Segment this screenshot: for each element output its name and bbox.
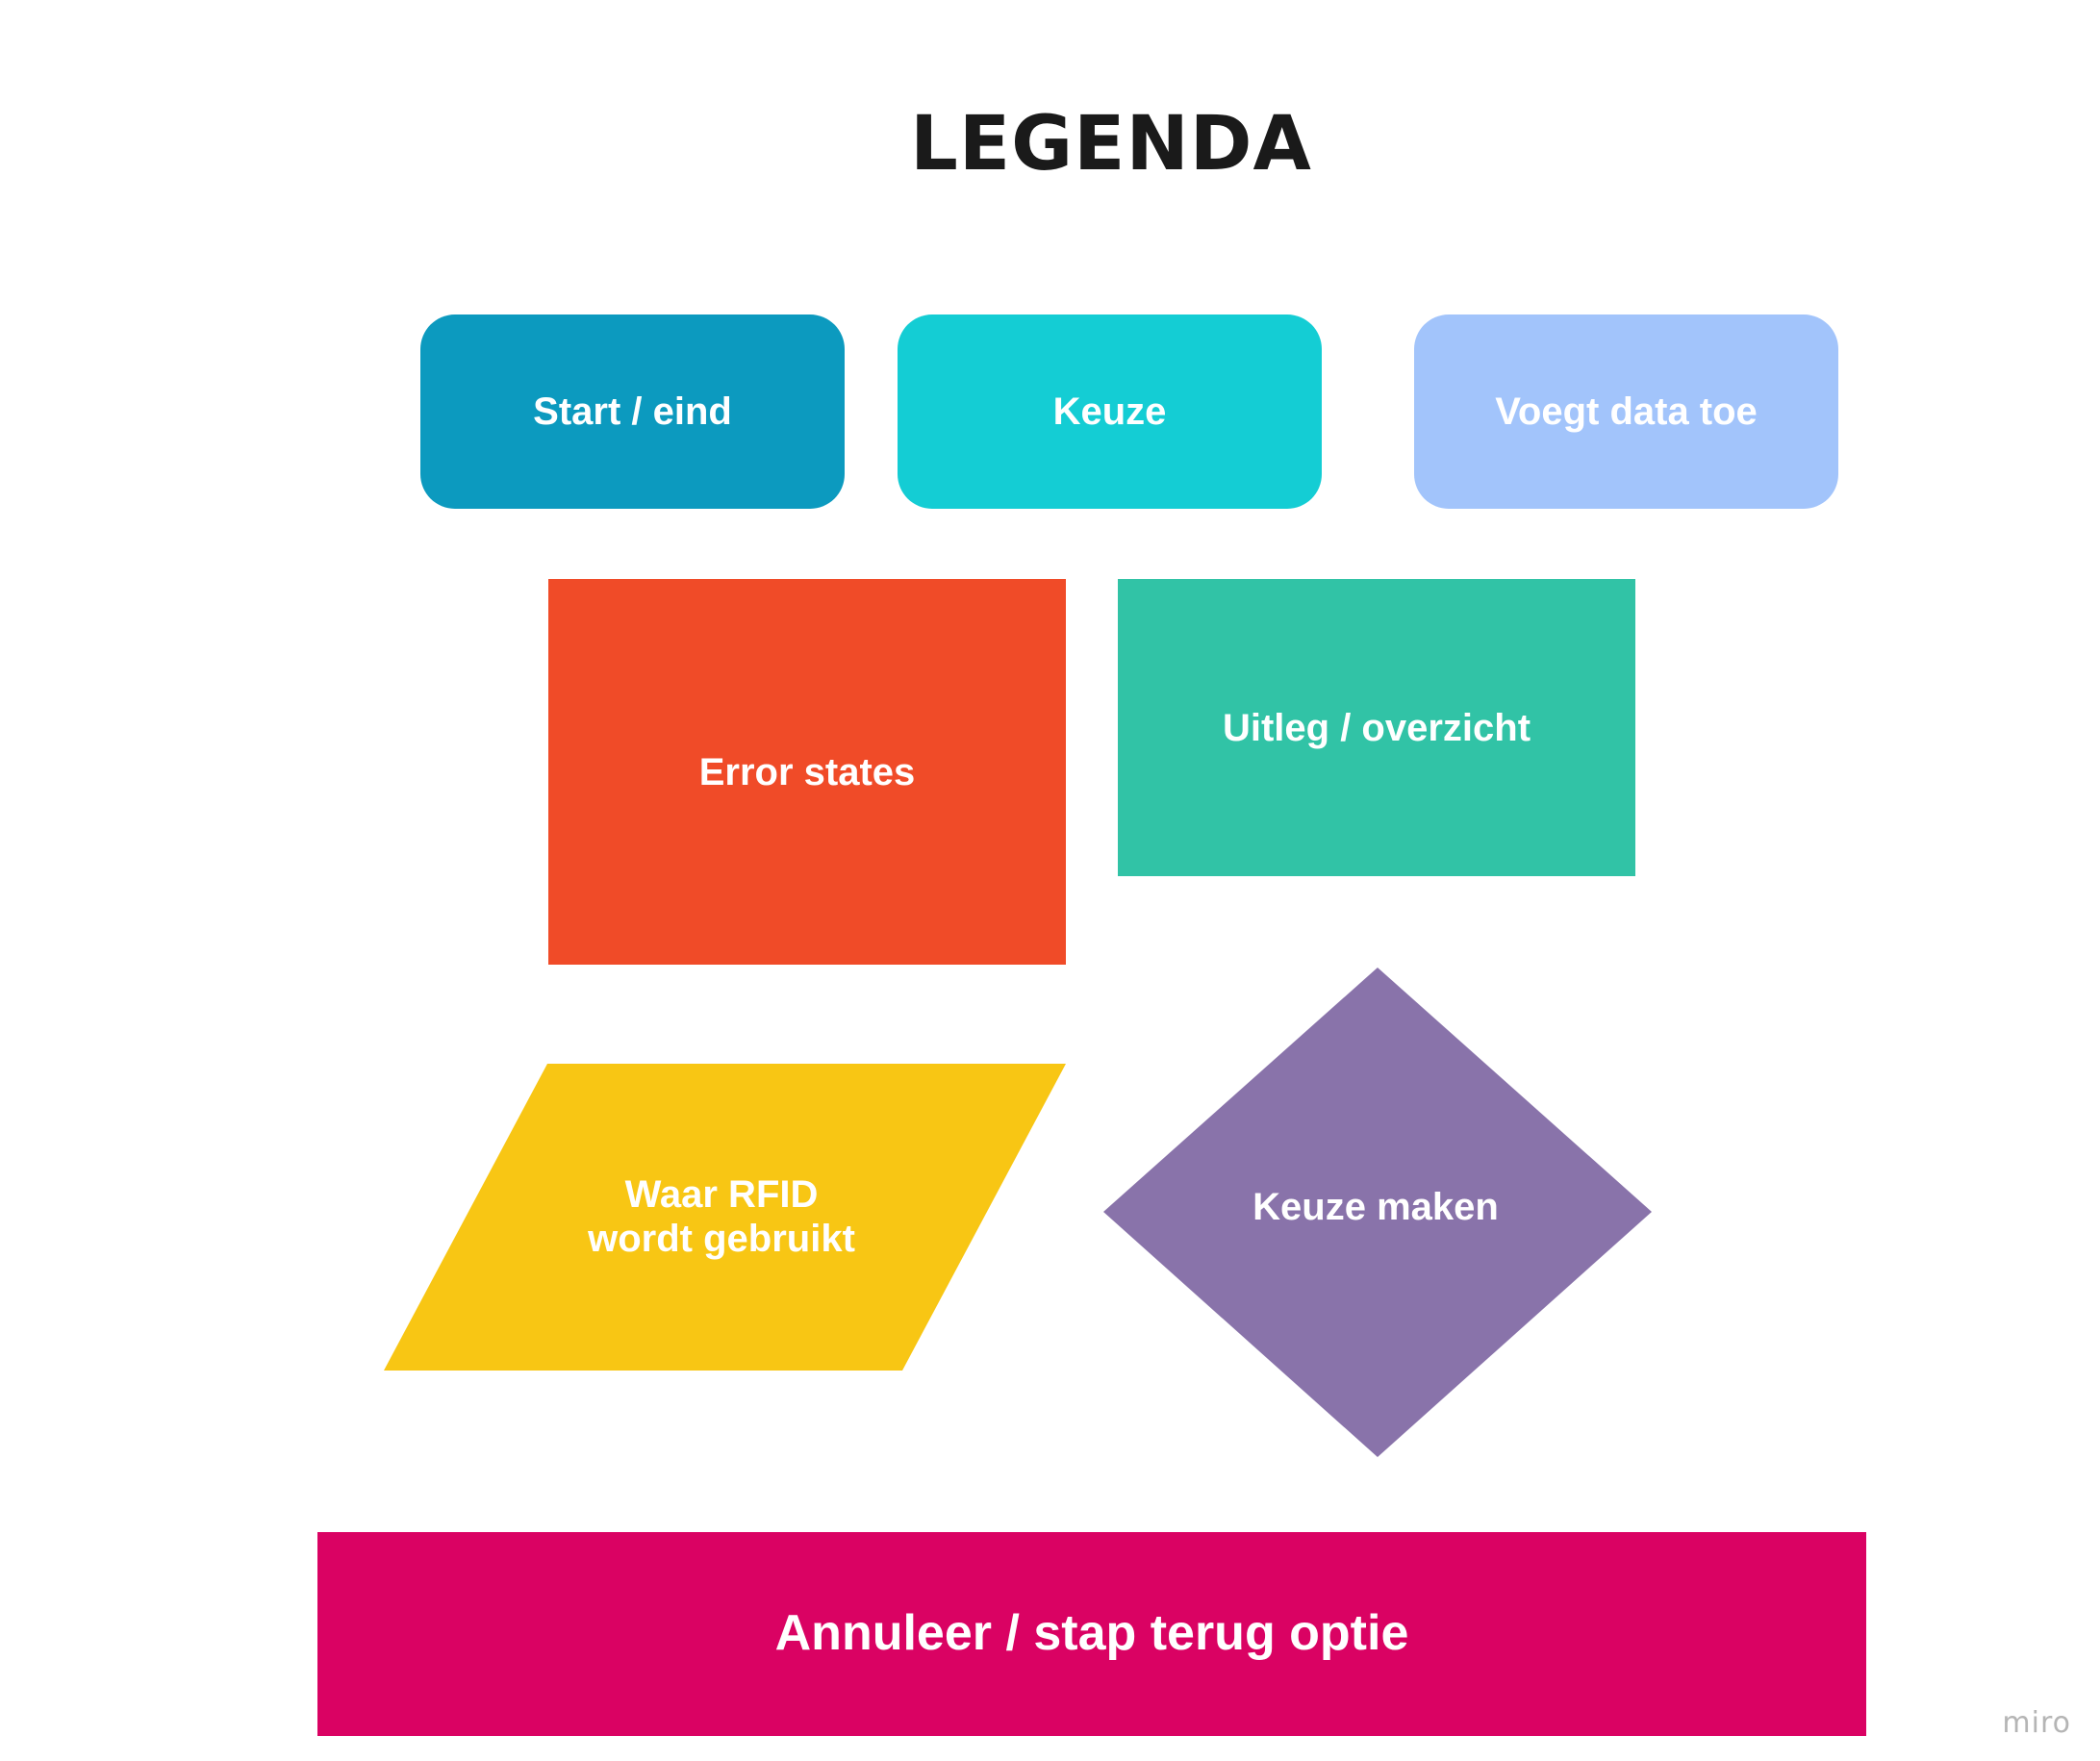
legend-label-start-eind: Start / eind <box>533 390 732 433</box>
legend-label-waar-rfid: Waar RFID wordt gebruikt <box>481 1154 962 1279</box>
legend-label-waar-rfid-line1: Waar RFID <box>624 1173 819 1216</box>
legend-label-keuze-maken: Keuze maken <box>1252 1186 1499 1228</box>
legend-shape-keuze-maken <box>1103 968 1652 1457</box>
legend-shape-error-states: Error states <box>548 579 1066 965</box>
legend-shape-keuze: Keuze <box>898 314 1322 509</box>
legend-shape-waar-rfid <box>384 1064 1066 1371</box>
legend-shape-annuleer: Annuleer / stap terug optie <box>317 1532 1866 1736</box>
legend-label-error-states: Error states <box>698 750 916 793</box>
legend-shape-uitleg-overzicht: Uitleg / overzicht <box>1118 579 1635 876</box>
legend-label-keuze: Keuze <box>1052 390 1167 433</box>
legend-label-uitleg-overzicht: Uitleg / overzicht <box>1222 706 1531 749</box>
legend-label-voegt-data-toe: Voegt data toe <box>1495 390 1758 433</box>
legend-shape-voegt-data-toe: Voegt data toe <box>1414 314 1838 509</box>
legend-title: LEGENDA <box>910 101 1312 188</box>
legend-shape-start-eind: Start / eind <box>420 314 845 509</box>
miro-watermark: miro <box>2002 1706 2071 1740</box>
legend-label-annuleer: Annuleer / stap terug optie <box>774 1605 1409 1662</box>
legend-label-waar-rfid-line2: wordt gebruikt <box>588 1218 855 1260</box>
